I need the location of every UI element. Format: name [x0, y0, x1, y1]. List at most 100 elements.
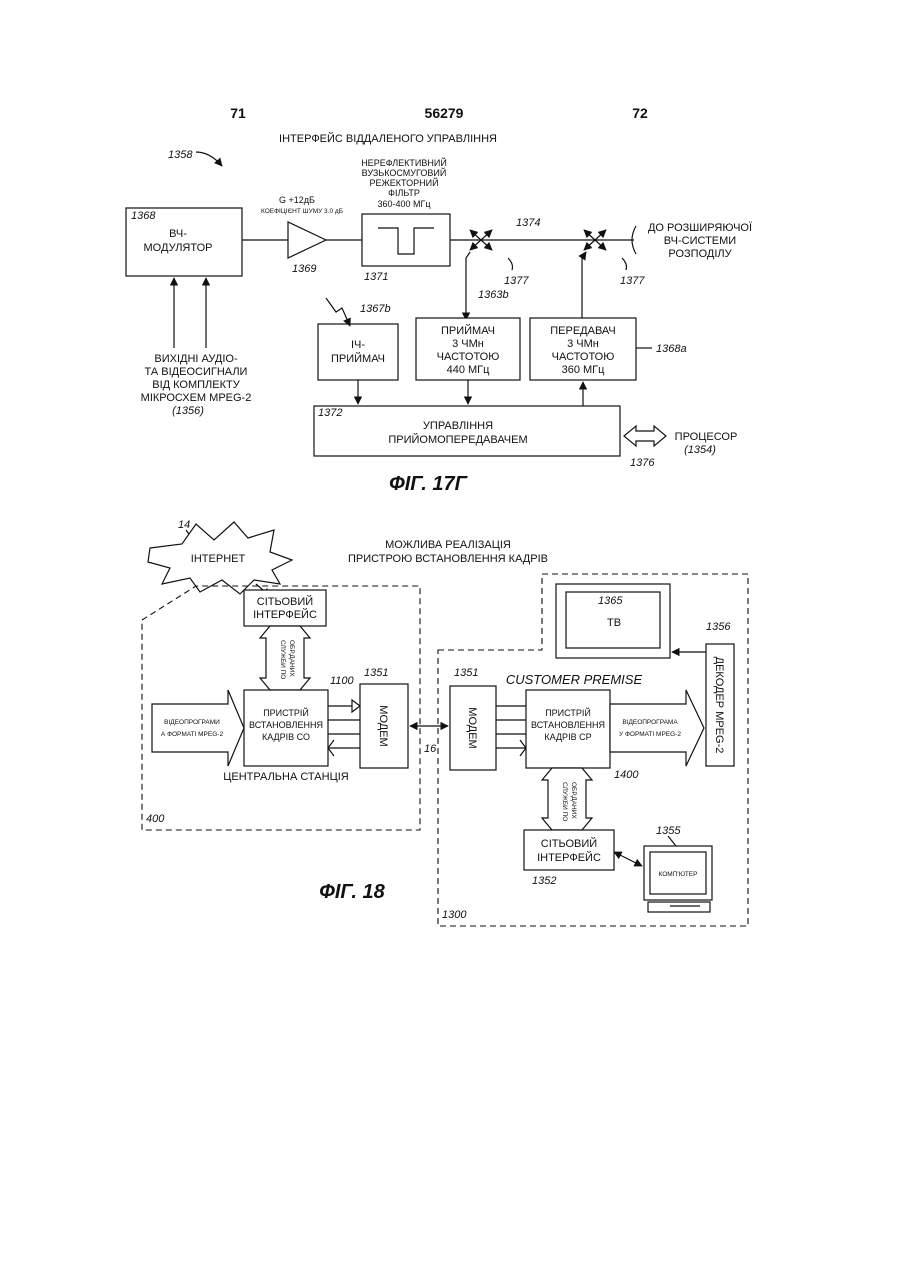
page-header: 71 56279 72: [230, 105, 648, 121]
cp-modem-label: МОДЕМ: [466, 707, 478, 748]
ref-1377b: 1377: [620, 275, 645, 287]
fig18-title-2: ПРИСТРОЮ ВСТАНОВЛЕННЯ КАДРІВ: [348, 553, 548, 565]
control-label-1: УПРАВЛІННЯ: [423, 420, 493, 432]
cp-net-label-2: ІНТЕРФЕЙС: [537, 851, 601, 864]
transmitter-label-2: 3 ЧМн: [567, 338, 599, 350]
transmitter-label-3: ЧАСТОТОЮ: [552, 351, 615, 363]
cp-ref-1300: 1300: [442, 909, 467, 921]
co-device-label-2: ВСТАНОВЛЕННЯ: [249, 720, 323, 730]
receiver-label-3: ЧАСТОТОЮ: [437, 351, 500, 363]
right-page-number: 72: [632, 105, 648, 121]
modulator-label-1: ВЧ-: [169, 228, 187, 240]
fig17-title: ІНТЕРФЕЙС ВІДДАЛЕНОГО УПРАВЛІННЯ: [279, 132, 497, 145]
receiver-label-1: ПРИЙМАЧ: [441, 324, 495, 337]
ref-1376: 1376: [630, 457, 655, 469]
computer-label: КОМП'ЮТЕР: [659, 871, 698, 878]
filter-label-4: ФІЛЬТР: [388, 188, 420, 198]
co-device-label-3: КАДРІВ СО: [262, 732, 310, 742]
fig18-caption: ФІГ. 18: [319, 881, 385, 903]
dest-label-1: ДО РОЗШИРЯЮЧОЇ: [648, 222, 753, 234]
transmitter-label-4: 360 МГц: [562, 364, 606, 376]
tv-ref: 1365: [598, 595, 623, 607]
cp-modem-device-links: [496, 706, 526, 756]
co-net-label-2: ІНТЕРФЕЙС: [253, 608, 317, 621]
ref-1363b: 1363b: [478, 289, 509, 301]
patent-number: 56279: [425, 105, 464, 121]
modulator-ref: 1368: [131, 210, 156, 222]
ref-16: 16: [424, 743, 437, 755]
amp-noise: КОЕФІЦІЄНТ ШУМУ 3.0 дБ: [261, 208, 343, 215]
cp-ref-1400: 1400: [614, 769, 639, 781]
filter-label-3: РЕЖЕКТОРНИЙ: [369, 177, 438, 188]
ref-14: 14: [178, 519, 190, 531]
transmitter-label-1: ПЕРЕДАВАЧ: [550, 325, 615, 337]
co-headend-modem-links: [328, 700, 360, 756]
ref-1377b-leader: [622, 258, 627, 270]
cp-video-label-1: ВІДЕОПРОГРАМА: [622, 719, 678, 726]
cp-network-interface-box: [524, 830, 614, 870]
co-net-label-1: СІТЬОВИЙ: [257, 595, 313, 608]
ref-1377a: 1377: [504, 275, 529, 287]
coupler-to-receiver-line: [466, 252, 470, 320]
cp-device-label-1: ПРИСТРІЙ: [545, 707, 591, 718]
dest-label-2: ВЧ-СИСТЕМИ: [664, 235, 736, 247]
control-label-2: ПРИЙОМОПЕРЕДАВАЧЕМ: [388, 433, 527, 446]
processor-label-1: ПРОЦЕСОР: [675, 431, 738, 443]
source-label-2: ТА ВІДЕОСИГНАЛИ: [145, 366, 248, 378]
amplifier-triangle: [288, 222, 326, 258]
cp-device-label-3: КАДРІВ СР: [544, 732, 591, 742]
ir-signal-arrow: [326, 298, 350, 326]
ref-1377a-leader: [508, 258, 513, 270]
co-ref-400: 400: [146, 813, 165, 825]
cp-modem-ref: 1351: [454, 667, 478, 679]
figure-17g: ІНТЕРФЕЙС ВІДДАЛЕНОГО УПРАВЛІННЯ 1358 13…: [126, 132, 753, 495]
receiver-label-4: 440 МГц: [447, 364, 491, 376]
cp-video-output-arrow: [610, 690, 704, 766]
co-modem-ref: 1351: [364, 667, 388, 679]
ref-1374: 1374: [516, 217, 540, 229]
cp-net-ref: 1352: [532, 875, 556, 887]
ref-1358-arrow: [196, 152, 222, 166]
notch-filter-box: [362, 214, 450, 266]
ref-1358: 1358: [168, 149, 193, 161]
decoder-ref: 1356: [706, 621, 731, 633]
cp-video-label-2: У ФОРМАТІ MPEG-2: [619, 731, 681, 738]
computer-icon: [644, 846, 712, 912]
computer-ref-leader: [668, 836, 676, 846]
co-station-label: ЦЕНТРАЛЬНА СТАНЦІЯ: [223, 771, 348, 783]
fig17-caption: ФІГ. 17Г: [389, 473, 469, 495]
net-to-computer-link: [614, 852, 642, 866]
internet-label: ІНТЕРНЕТ: [191, 553, 246, 565]
co-video-input-arrow: [152, 690, 244, 766]
co-services-label-1: СЛУЖБИ ПО: [279, 640, 286, 679]
computer-ref: 1355: [656, 825, 681, 837]
transmitter-ref: 1368a: [656, 343, 687, 355]
source-label-1: ВИХІДНІ АУДІО-: [154, 353, 238, 365]
cp-title: CUSTOMER PREMISE: [506, 672, 643, 687]
receiver-label-2: 3 ЧМн: [452, 338, 484, 350]
source-label-3: ВІД КОМПЛЕКТУ: [152, 379, 240, 391]
cp-device-label-2: ВСТАНОВЛЕННЯ: [531, 720, 605, 730]
source-ref: (1356): [172, 405, 204, 417]
amp-gain: G +12дБ: [279, 195, 315, 205]
filter-ref: 1371: [364, 271, 388, 283]
ir-label-1: ІЧ-: [351, 339, 365, 351]
co-services-label-2: ОБР.ДАНИХ: [288, 640, 295, 677]
processor-link-arrow: [624, 426, 666, 446]
filter-label-2: ВУЗЬКОСМУГОВИЙ: [362, 167, 447, 178]
tv-label: ТВ: [607, 617, 621, 629]
co-device-label-1: ПРИСТРІЙ: [263, 707, 309, 718]
cp-services-label-1: СЛУЖБИ ПО: [561, 782, 568, 821]
ref-1369: 1369: [292, 263, 316, 275]
cp-services-label-2: ОБР.ДАНИХ: [570, 782, 577, 819]
transmitter-to-coupler-line: [582, 252, 586, 320]
source-label-4: МІКРОСХЕМ MPEG-2: [141, 392, 252, 404]
left-page-number: 71: [230, 105, 246, 121]
control-ref: 1372: [318, 407, 342, 419]
filter-label-5: 360-400 МГц: [377, 199, 430, 209]
decoder-label: ДЕКОДЕР MPEG-2: [713, 657, 725, 754]
filter-label-1: НЕРЕФЛЕКТИВНИЙ: [361, 157, 447, 168]
cp-net-label-1: СІТЬОВИЙ: [541, 837, 597, 850]
